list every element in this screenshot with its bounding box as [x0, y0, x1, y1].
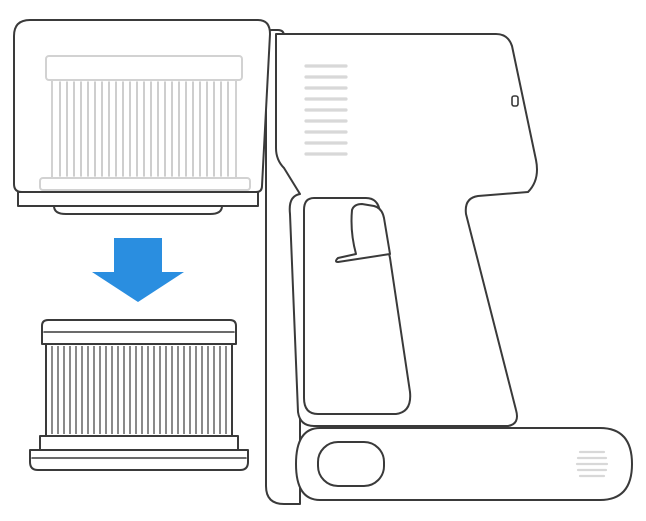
trigger — [335, 203, 391, 263]
filter-pleats — [51, 346, 227, 434]
removed-filter — [29, 319, 249, 471]
filter-pleat-body — [45, 343, 233, 437]
dust-cup — [13, 19, 271, 215]
dust-cup-rim — [17, 191, 259, 207]
vacuum-body — [265, 29, 633, 505]
motor-vent — [304, 64, 348, 156]
filter-ghost — [39, 55, 251, 191]
battery-vent — [575, 450, 609, 478]
filter-bottom-cap — [39, 435, 239, 451]
battery-release-button — [317, 441, 385, 487]
dust-cup-base — [53, 205, 223, 215]
filter-ghost-pleats — [59, 81, 229, 177]
side-button — [511, 95, 519, 107]
filter-base-flange — [29, 449, 249, 471]
battery-pack — [295, 427, 633, 501]
down-arrow-icon — [92, 238, 184, 302]
